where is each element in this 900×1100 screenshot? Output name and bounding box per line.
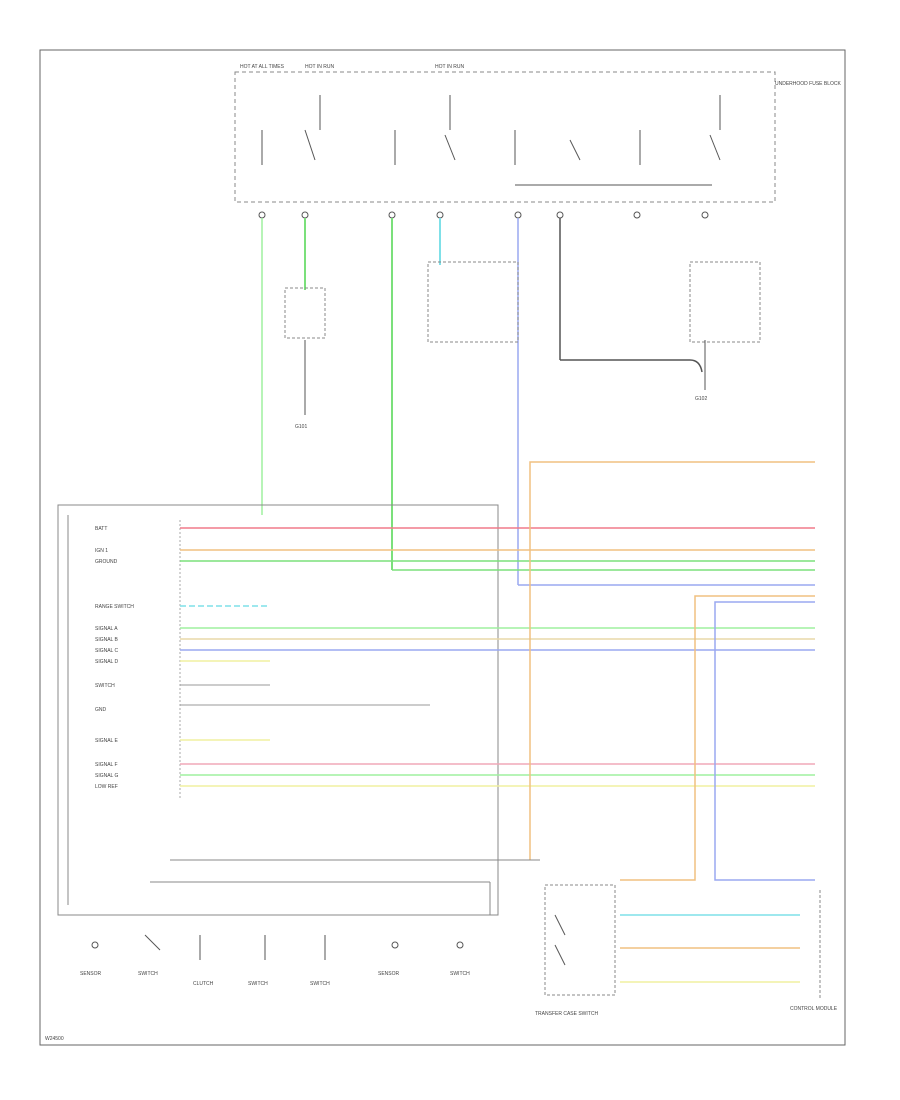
ground-label-left: G101: [295, 424, 307, 430]
switch-contact-1: [554, 914, 566, 936]
svg-text:GROUND: GROUND: [95, 559, 118, 565]
svg-text:SENSOR: SENSOR: [80, 971, 102, 977]
svg-text:SENSOR: SENSOR: [378, 971, 400, 977]
top-label-2: HOT IN RUN: [305, 64, 334, 70]
switch-contact-2: [554, 944, 566, 966]
svg-text:GND: GND: [95, 707, 107, 713]
wire-blue-right: [714, 601, 815, 881]
svg-text:SIGNAL C: SIGNAL C: [95, 648, 119, 654]
relay-box-mid: [427, 261, 519, 343]
ground-label-right: G102: [695, 396, 707, 402]
svg-text:SIGNAL B: SIGNAL B: [95, 637, 119, 643]
svg-text:SWITCH: SWITCH: [138, 971, 158, 977]
svg-text:SIGNAL D: SIGNAL D: [95, 659, 119, 665]
svg-text:IGN 1: IGN 1: [95, 548, 108, 554]
svg-text:LOW REF: LOW REF: [95, 784, 118, 790]
transfer-case-switch-label: TRANSFER CASE SWITCH: [535, 1011, 598, 1017]
wire-black-2: [560, 359, 703, 373]
relay-box-right: [689, 261, 761, 343]
svg-text:SIGNAL F: SIGNAL F: [95, 762, 118, 768]
diagram-border: [39, 49, 846, 1046]
top-label-1: HOT AT ALL TIMES: [240, 64, 285, 70]
transfer-case-switch-box: [544, 884, 616, 996]
svg-text:SWITCH: SWITCH: [310, 981, 330, 987]
right-module-label: CONTROL MODULE: [790, 1006, 838, 1012]
module-row-labels: BATT IGN 1 GROUND RANGE SWITCH SIGNAL A …: [95, 526, 134, 790]
svg-text:RANGE SWITCH: RANGE SWITCH: [95, 604, 134, 610]
bottom-component-symbols: [91, 934, 464, 960]
bottom-component-labels: SENSOR SWITCH CLUTCH SWITCH SWITCH SENSO…: [80, 971, 470, 987]
top-label-3: HOT IN RUN: [435, 64, 464, 70]
top-label-4: UNDERHOOD FUSE BLOCK: [775, 81, 842, 87]
page-ref: W24500: [45, 1036, 64, 1042]
svg-text:CLUTCH: CLUTCH: [193, 981, 214, 987]
wire-orange-vertical: [529, 461, 815, 860]
svg-text:SWITCH: SWITCH: [450, 971, 470, 977]
svg-text:SIGNAL E: SIGNAL E: [95, 738, 119, 744]
svg-text:SIGNAL A: SIGNAL A: [95, 626, 118, 632]
svg-text:SWITCH: SWITCH: [248, 981, 268, 987]
fuse-relay-symbols: [261, 95, 721, 186]
relay-box-left: [284, 287, 326, 339]
fuse-block-box: [234, 71, 776, 203]
control-module-box: [57, 504, 499, 916]
svg-text:BATT: BATT: [95, 526, 107, 532]
svg-text:SWITCH: SWITCH: [95, 683, 115, 689]
svg-text:SIGNAL G: SIGNAL G: [95, 773, 119, 779]
connector-row: [258, 211, 709, 219]
wire-orange-right: [620, 595, 815, 881]
